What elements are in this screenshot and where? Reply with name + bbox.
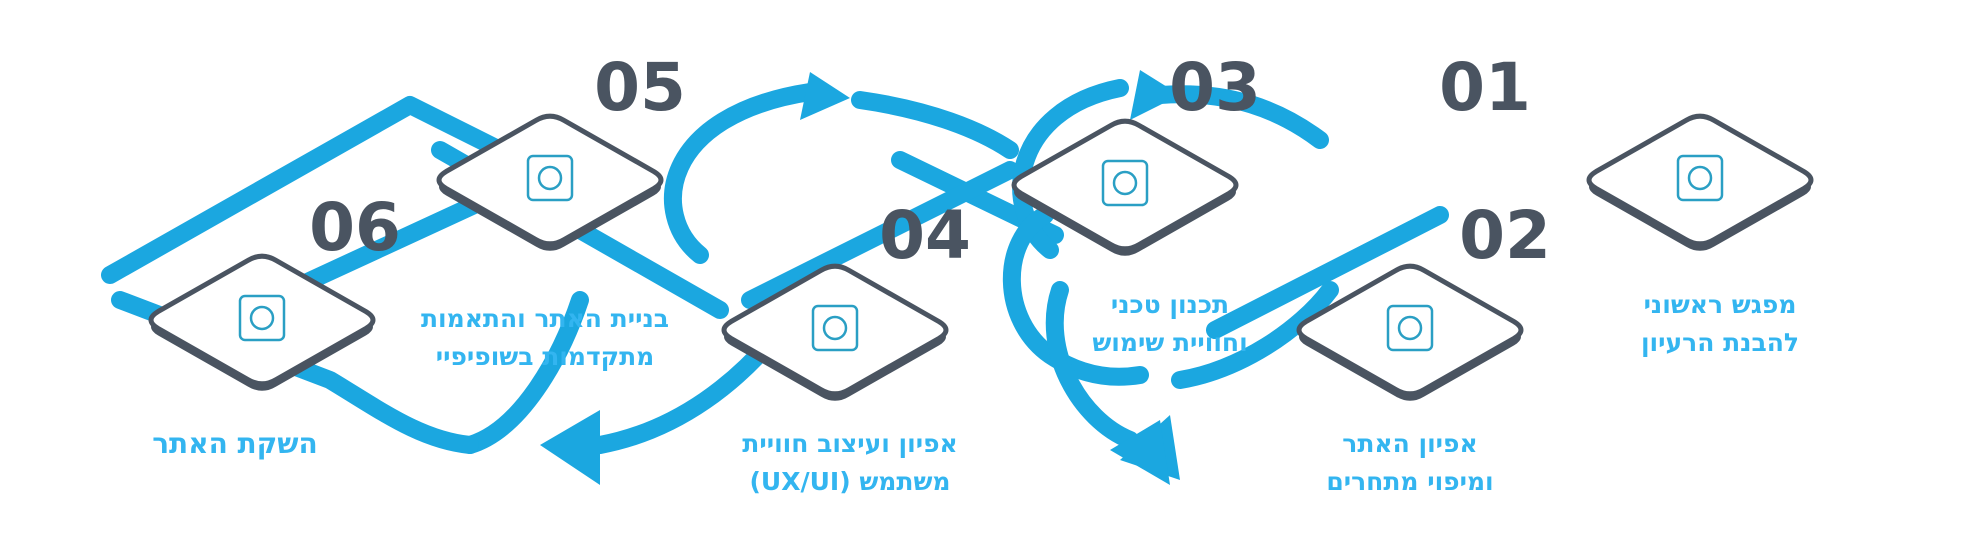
step-number-06: 06 bbox=[309, 189, 401, 266]
chip-code-icon bbox=[526, 154, 574, 202]
flow-loop-02-bottom bbox=[1171, 281, 1339, 389]
flow-loop-03-bottom bbox=[1045, 281, 1139, 449]
flow-frame-06 bbox=[101, 96, 529, 284]
step-title: השקת האתר bbox=[152, 427, 318, 460]
step-title: בניית האתר והתאמות bbox=[420, 304, 670, 333]
step-number-04: 04 bbox=[879, 197, 971, 274]
step-label-03: תכנון טכני וחוויית שימוש bbox=[1060, 286, 1280, 362]
flow-arrows bbox=[540, 70, 1180, 485]
step-subtitle: מתקדמות בשופיפיי bbox=[435, 342, 655, 371]
flow-frame-06-bottom bbox=[111, 291, 479, 454]
step-title: אפיון ועיצוב חוויית bbox=[742, 429, 958, 458]
flow-paths bbox=[101, 79, 1449, 454]
arrow-head-icon bbox=[800, 72, 850, 120]
step-title: תכנון טכני bbox=[1110, 290, 1230, 319]
step-node-01 bbox=[1586, 113, 1814, 251]
step-node-03 bbox=[1011, 118, 1239, 256]
palette-design-icon bbox=[811, 304, 859, 352]
flow-loop-03-02 bbox=[1002, 206, 1149, 386]
step-node-05 bbox=[436, 113, 664, 251]
flow-loop-04-03 bbox=[663, 83, 819, 264]
step-label-04: אפיון ועיצוב חוויית משתמש (UX/UI) bbox=[710, 425, 990, 501]
step-number-02: 02 bbox=[1459, 197, 1551, 274]
arrow-head-icon bbox=[1130, 70, 1180, 120]
step-node-06 bbox=[148, 253, 376, 391]
gear-code-icon bbox=[1101, 159, 1149, 207]
flow-loop-05-04 bbox=[461, 291, 589, 454]
meeting-icon bbox=[1676, 154, 1724, 202]
document-search-icon bbox=[1386, 304, 1434, 352]
arrow-head-icon bbox=[540, 410, 600, 485]
flow-line-03-04 bbox=[741, 161, 1019, 309]
flow-loop-top-03 bbox=[851, 91, 1019, 159]
arrow-head-icon bbox=[1110, 420, 1170, 485]
step-subtitle: משתמש (UX/UI) bbox=[749, 467, 951, 496]
cloud-upload-icon bbox=[238, 294, 286, 342]
flow-line-01-02 bbox=[1206, 206, 1449, 339]
step-label-05: בניית האתר והתאמות מתקדמות בשופיפיי bbox=[400, 300, 690, 376]
step-number-05: 05 bbox=[594, 49, 686, 126]
flow-loop-top-01 bbox=[1151, 85, 1329, 149]
step-title: אפיון האתר bbox=[1342, 429, 1478, 458]
step-label-02: אפיון האתר ומיפוי מתחרים bbox=[1290, 425, 1530, 501]
step-number-01: 01 bbox=[1439, 49, 1531, 126]
step-subtitle: להבנת הרעיון bbox=[1640, 328, 1800, 357]
step-label-01: מפגש ראשוני להבנת הרעיון bbox=[1600, 286, 1840, 362]
step-label-06: השקת האתר bbox=[110, 425, 360, 463]
step-subtitle: וחוויית שימוש bbox=[1092, 328, 1248, 357]
step-title: מפגש ראשוני bbox=[1643, 290, 1797, 319]
step-subtitle: ומיפוי מתחרים bbox=[1326, 467, 1494, 496]
step-node-04 bbox=[721, 263, 949, 401]
step-node-02 bbox=[1296, 263, 1524, 401]
step-number-03: 03 bbox=[1169, 49, 1261, 126]
